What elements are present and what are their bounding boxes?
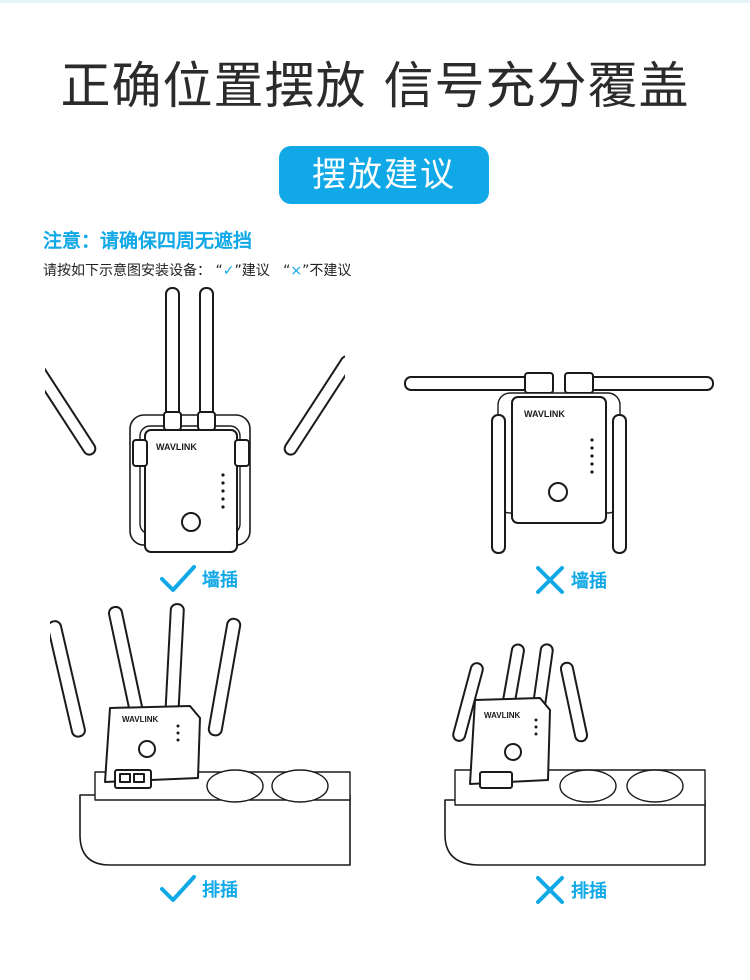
cross-icon: × [290,263,303,279]
power-strip-recommended-illustration: WAVLINK [50,603,351,866]
guide-prefix: 请按如下示意图安装设备： [43,263,211,279]
caption-wall-recommended: 墙插 [160,565,238,593]
cross-icon [536,876,564,904]
guide-text: 请按如下示意图安装设备： “✓”建议 “×”不建议 [43,260,351,280]
caption-strip-recommended: 排插 [160,875,238,903]
open-quote: “ [283,263,291,279]
page-title: 正确位置摆放 信号充分覆盖 [60,57,690,115]
caption-label: 墙插 [202,570,238,591]
antenna-right [283,355,345,456]
check-icon [160,565,196,592]
antenna-left [45,355,97,456]
open-quote: “ [215,263,223,279]
cross-icon [536,566,564,594]
brand-logo: WAVLINK [524,409,565,419]
not-recommended-label: 不建议 [309,263,352,279]
caption-label: 排插 [571,881,607,902]
caption-label: 排插 [202,880,238,901]
section-badge: 摆放建议 [279,146,489,204]
check-icon [160,875,196,902]
caption-wall-not-recommended: 墙插 [535,565,607,595]
caption-strip-not-recommended: 排插 [535,875,607,905]
power-strip-not-recommended-illustration: WAVLINK [444,643,706,866]
caption-label: 墙插 [571,571,607,592]
close-quote: ” [302,263,310,279]
brand-logo: WAVLINK [122,715,159,724]
brand-logo: WAVLINK [156,442,197,452]
top-divider [0,0,750,3]
recommended-label: 建议 [241,263,270,279]
close-quote: ” [234,263,242,279]
wall-plug-not-recommended-illustration: WAVLINK [404,372,714,554]
wall-plug-recommended-illustration: WAVLINK [45,287,345,553]
brand-logo: WAVLINK [484,711,521,720]
check-icon: ✓ [222,263,235,279]
notice-text: 注意：请确保四周无遮挡 [43,230,253,252]
